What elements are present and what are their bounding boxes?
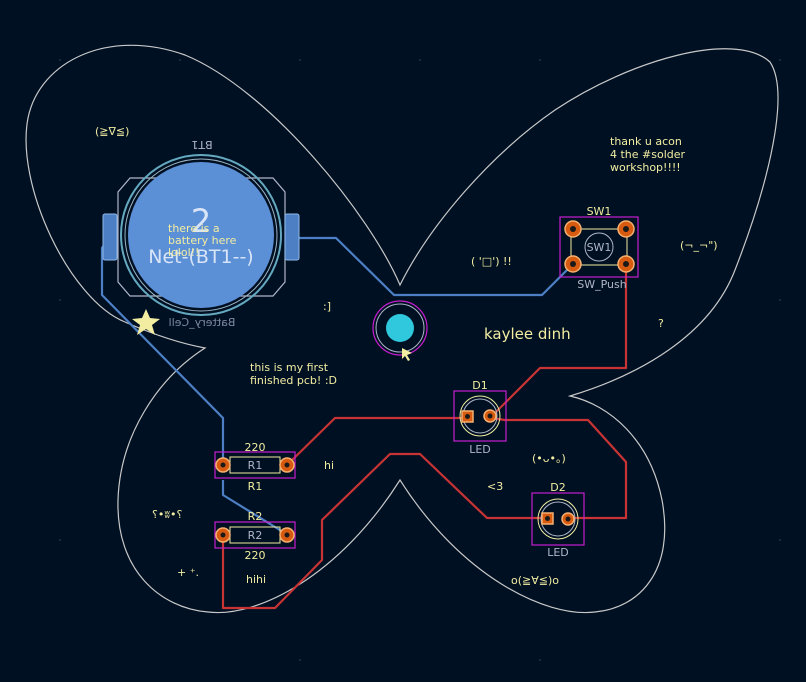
battery-ref-mirrored: BT1 — [191, 138, 212, 151]
switch-pads[interactable] — [564, 220, 635, 273]
silk-thanks-line-2: 4 the #solder — [610, 148, 686, 161]
silk-question: ? — [658, 317, 664, 330]
switch-value: SW_Push — [577, 278, 627, 291]
silk-author: kaylee dinh — [484, 325, 571, 343]
battery-note-line-1: there is a — [168, 222, 220, 235]
silk-hihi: hihi — [246, 573, 266, 586]
battery-note-line-3: lolol!! — [168, 246, 199, 259]
silk-face-left: (≧∇≦) — [95, 125, 129, 138]
switch-actuator — [584, 232, 614, 262]
led-d1[interactable]: D1 LED — [453, 379, 507, 456]
r1-body-label: R1 — [248, 459, 263, 472]
silk-face-smirk: (¬_¬") — [680, 239, 718, 252]
switch-sw1[interactable]: SW1 SW1 SW_Push — [559, 205, 639, 291]
cursor-arrow-icon — [402, 348, 412, 361]
battery-pad-right[interactable] — [284, 213, 300, 261]
front-copper-traces — [221, 264, 628, 610]
silk-first-pcb-line-2: finished pcb! :D — [250, 374, 337, 387]
silk-first-pcb-line-1: this is my first — [250, 361, 329, 374]
battery-pad-number: 2 — [191, 202, 211, 240]
board-outline — [25, 44, 779, 614]
silk-heart: <3 — [487, 480, 503, 493]
mounting-hole[interactable] — [372, 300, 428, 356]
led-d2[interactable]: D2 LED — [531, 481, 585, 559]
silk-hi: hi — [324, 459, 334, 472]
silk-sparkle-left: ⸮•ʬ•⸮ — [152, 508, 182, 521]
switch-inner-label: SW1 — [587, 241, 612, 254]
silkscreen-texts: (≧∇≦) thank u acon 4 the #solder worksho… — [95, 125, 718, 587]
silk-thanks-line-3: workshop!!!! — [610, 161, 681, 174]
battery-silk-ring — [120, 154, 282, 316]
r2-value-bottom: 220 — [245, 549, 266, 562]
grid-dots — [59, 59, 781, 661]
silk-thanks-line-1: thank u acon — [610, 135, 682, 148]
battery-bt1[interactable]: 2 Net-(BT1--) there is a battery here lo… — [102, 138, 300, 329]
battery-value-mirrored: Battery_Cell — [169, 316, 236, 329]
silk-face-shock: ( '□') !! — [471, 255, 512, 268]
battery-pad-left[interactable] — [102, 213, 118, 261]
silk-sparkle-small: + ⁺. — [177, 566, 199, 579]
battery-net-label: Net-(BT1--) — [148, 246, 253, 268]
resistor-r2[interactable]: R2 R2 220 — [214, 510, 296, 562]
silk-face-bottom: o(≧∀≦)o — [511, 574, 559, 587]
battery-fab-ring — [124, 158, 278, 312]
silk-cute-face: (•ᴗ•。) — [532, 452, 566, 465]
battery-note-line-2: battery here — [168, 234, 237, 247]
d2-ref: D2 — [550, 481, 565, 494]
star-icon — [132, 309, 160, 335]
resistor-r1[interactable]: 220 R1 R1 — [214, 441, 296, 493]
d1-ref: D1 — [472, 379, 487, 392]
d1-value: LED — [469, 443, 491, 456]
r2-ref-top: R2 — [248, 510, 263, 523]
r2-body-label: R2 — [248, 529, 263, 542]
d2-value: LED — [547, 546, 569, 559]
silk-colon-bracket: :] — [323, 300, 331, 313]
r1-value-top: 220 — [245, 441, 266, 454]
battery-holder-outline — [117, 177, 286, 297]
switch-ref: SW1 — [587, 205, 612, 218]
battery-pad-2[interactable] — [128, 162, 274, 308]
r1-ref-bottom: R1 — [248, 480, 263, 493]
